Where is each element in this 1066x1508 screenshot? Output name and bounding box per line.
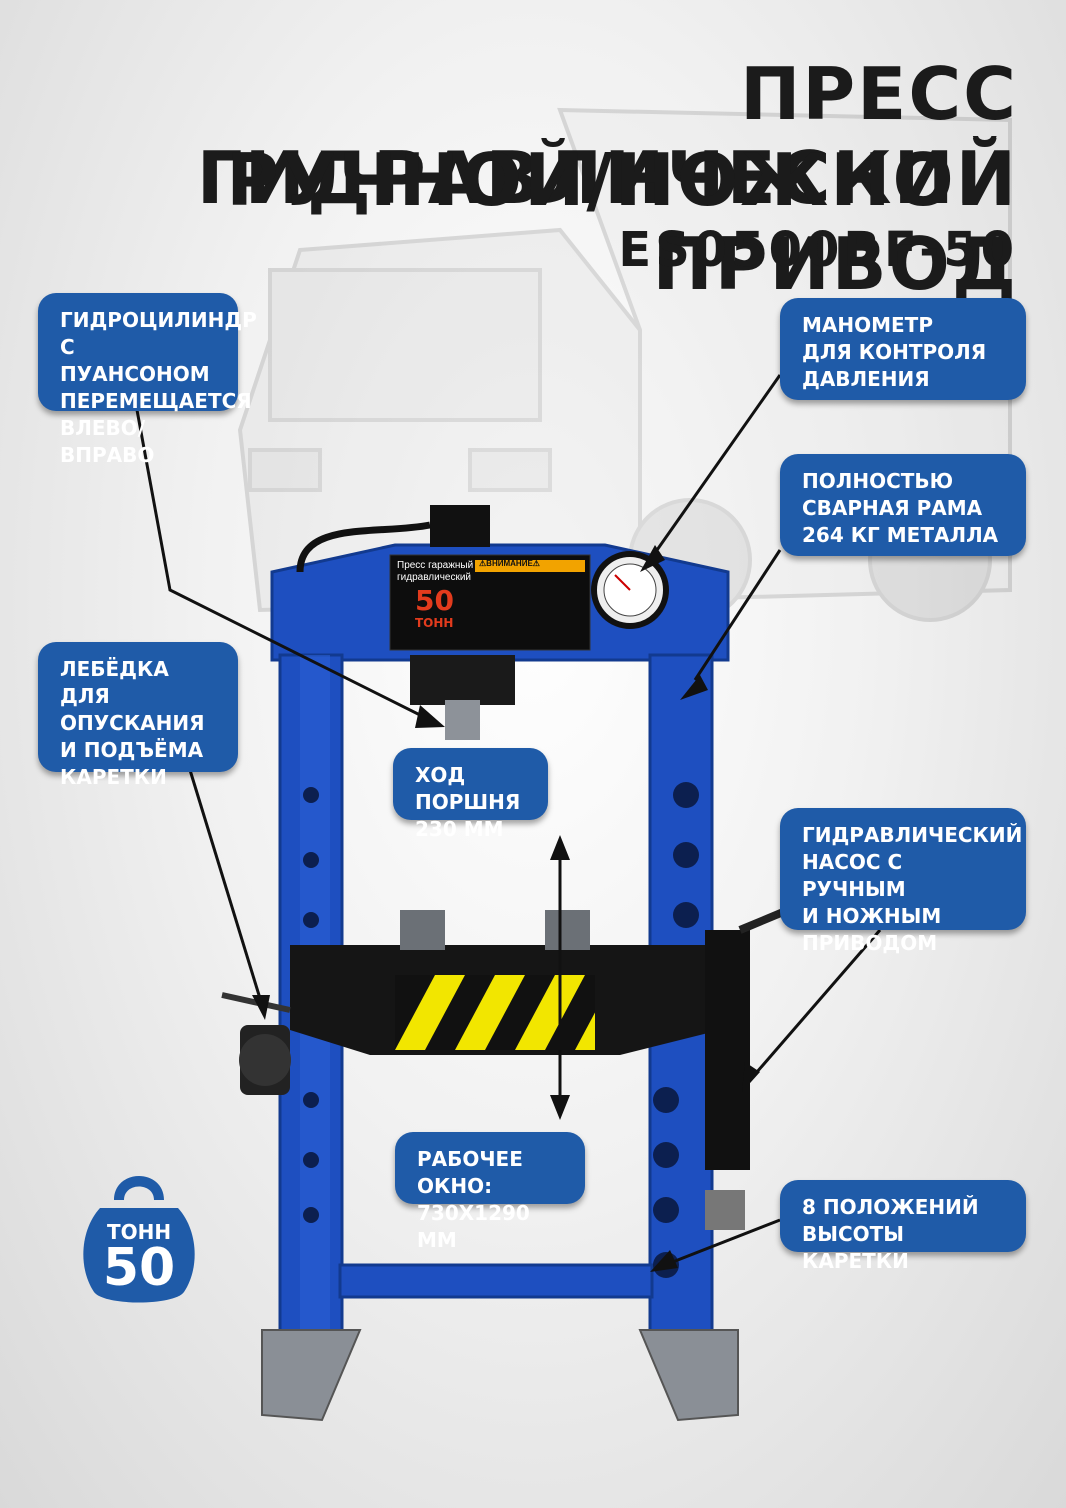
weight-badge-unit: ТОНН xyxy=(106,1220,172,1244)
leader-lines xyxy=(135,374,882,1267)
label-plate-line2: гидравлический xyxy=(397,572,472,583)
press-frame xyxy=(221,505,802,1422)
kettlebell-icon xyxy=(83,1176,195,1303)
callout-window: РАБОЧЕЕ ОКНО: 730Х1290 ММ xyxy=(395,1132,585,1252)
title-line2: РУЧНОЙ/НОЖНОЙ ПРИВОД xyxy=(226,138,1018,306)
label-plate-tons-value: 50 xyxy=(415,584,454,617)
callout-pump: ГИДРАВЛИЧЕСКИЙ НАСОС С РУЧНЫМ И НОЖНЫМ П… xyxy=(780,808,1026,955)
callout-gauge: МАНОМЕТР ДЛЯ КОНТРОЛЯ ДАВЛЕНИЯ xyxy=(780,298,1026,400)
arrowheads xyxy=(252,545,760,1272)
label-plate-warning: ⚠ВНИМАНИЕ⚠ xyxy=(479,559,540,568)
callout-cylinder: ГИДРОЦИЛИНДР С ПУАНСОНОМ ПЕРЕМЕЩАЕТСЯ ВЛ… xyxy=(38,293,257,467)
weight-badge-value: 50 xyxy=(102,1238,176,1298)
title-line1: ПРЕСС ГИДРАВЛИЧЕСКИЙ xyxy=(196,52,1018,220)
callout-winch: ЛЕБЁДКА ДЛЯ ОПУСКАНИЯ И ПОДЪЁМА КАРЕТКИ xyxy=(38,642,238,789)
weight-badge: ТОНН 50 xyxy=(78,1158,200,1308)
callout-frame: ПОЛНОСТЬЮ СВАРНАЯ РАМА 264 КГ МЕТАЛЛА xyxy=(780,454,1026,556)
callout-stroke: ХОД ПОРШНЯ 230 ММ xyxy=(393,748,548,841)
label-plate: Пресс гаражный гидравлический ⚠ВНИМАНИЕ⚠… xyxy=(393,556,587,648)
label-plate-line1: Пресс гаражный xyxy=(397,560,474,571)
model-number: ES0500BF-50 xyxy=(618,222,1018,278)
callout-positions: 8 ПОЛОЖЕНИЙ ВЫСОТЫ КАРЕТКИ xyxy=(780,1180,1026,1273)
label-plate-tons-unit: ТОНН xyxy=(415,616,454,630)
